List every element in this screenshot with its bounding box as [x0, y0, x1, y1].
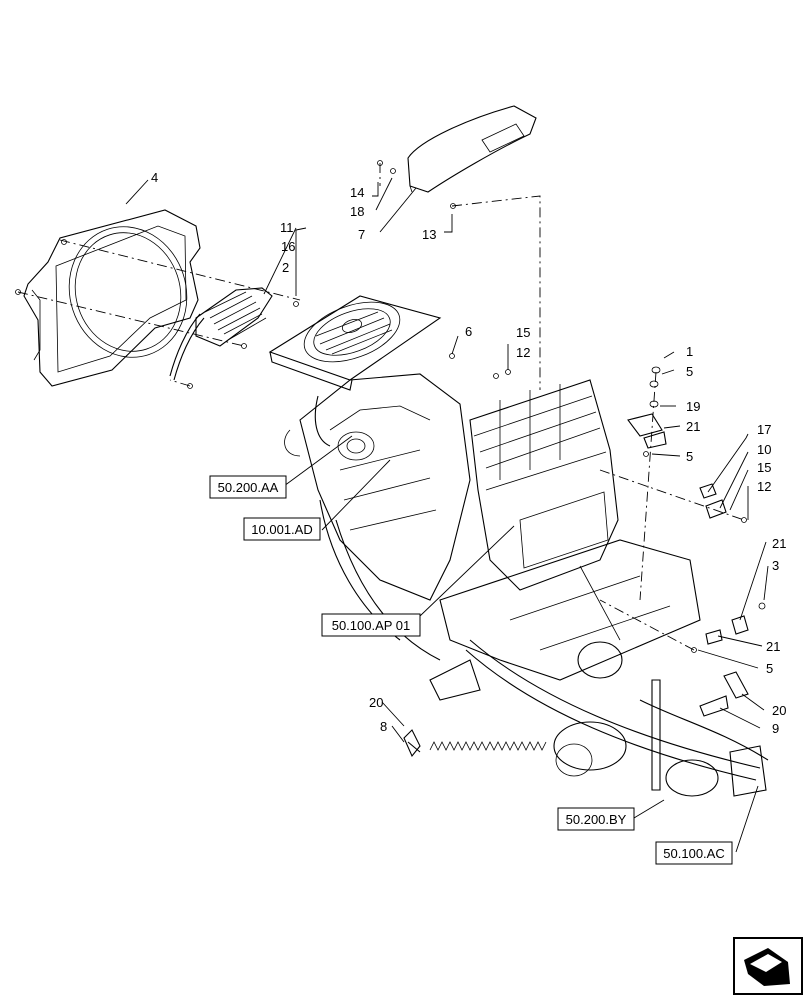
callout-numbers: 4 11 16 2 14 18 7 13 6 15 12 1 5 19 21 5…	[151, 170, 786, 736]
reference-box-50-200-aa[interactable]: 50.200.AA	[209, 475, 287, 499]
air-duct	[377, 105, 537, 209]
callout-5b: 5	[686, 449, 693, 464]
callout-12b: 12	[757, 479, 771, 494]
fan-guard	[169, 287, 273, 381]
reference-label: 10.001.AD	[251, 522, 312, 537]
callout-14: 14	[350, 185, 364, 200]
engine-assembly	[284, 373, 471, 601]
callout-19: 19	[686, 399, 700, 414]
callout-4: 4	[151, 170, 158, 185]
callout-21a: 21	[686, 419, 700, 434]
reference-label: 50.100.AC	[663, 846, 724, 861]
callout-7: 7	[358, 227, 365, 242]
reference-box-50-100-ac[interactable]: 50.100.AC	[655, 841, 733, 865]
callout-6: 6	[465, 324, 472, 339]
callout-15a: 15	[516, 325, 530, 340]
reference-box-50-200-by[interactable]: 50.200.BY	[557, 807, 635, 831]
hardware-parts	[241, 301, 766, 758]
callout-15b: 15	[757, 460, 771, 475]
condenser-fan-assembly	[268, 295, 442, 391]
callout-12a: 12	[516, 345, 530, 360]
hoses-and-motors	[465, 639, 769, 797]
reference-label: 50.200.BY	[566, 812, 627, 827]
callout-8: 8	[380, 719, 387, 734]
callout-5a: 5	[686, 364, 693, 379]
callout-20b: 20	[772, 703, 786, 718]
callout-16: 16	[281, 239, 295, 254]
callout-3: 3	[772, 558, 779, 573]
hvac-unit	[469, 379, 619, 591]
callout-1: 1	[686, 344, 693, 359]
callout-9: 9	[772, 721, 779, 736]
callout-10: 10	[757, 442, 771, 457]
callout-20a: 20	[369, 695, 383, 710]
fan-shroud	[15, 209, 201, 389]
callout-2: 2	[282, 260, 289, 275]
callout-21b: 21	[772, 536, 786, 551]
next-page-arrow-icon[interactable]	[733, 937, 803, 995]
callout-13: 13	[422, 227, 436, 242]
reference-label: 50.100.AP 01	[332, 618, 411, 633]
callout-18: 18	[350, 204, 364, 219]
callout-11: 11	[280, 220, 294, 235]
callout-5c: 5	[766, 661, 773, 676]
assembly-lines	[17, 163, 745, 651]
reference-label: 50.200.AA	[218, 480, 279, 495]
reference-box-50-100-ap-01[interactable]: 50.100.AP 01	[321, 613, 421, 637]
reference-box-10-001-ad[interactable]: 10.001.AD	[243, 517, 321, 541]
callout-17: 17	[757, 422, 771, 437]
callout-21c: 21	[766, 639, 780, 654]
leader-lines	[125, 177, 769, 853]
